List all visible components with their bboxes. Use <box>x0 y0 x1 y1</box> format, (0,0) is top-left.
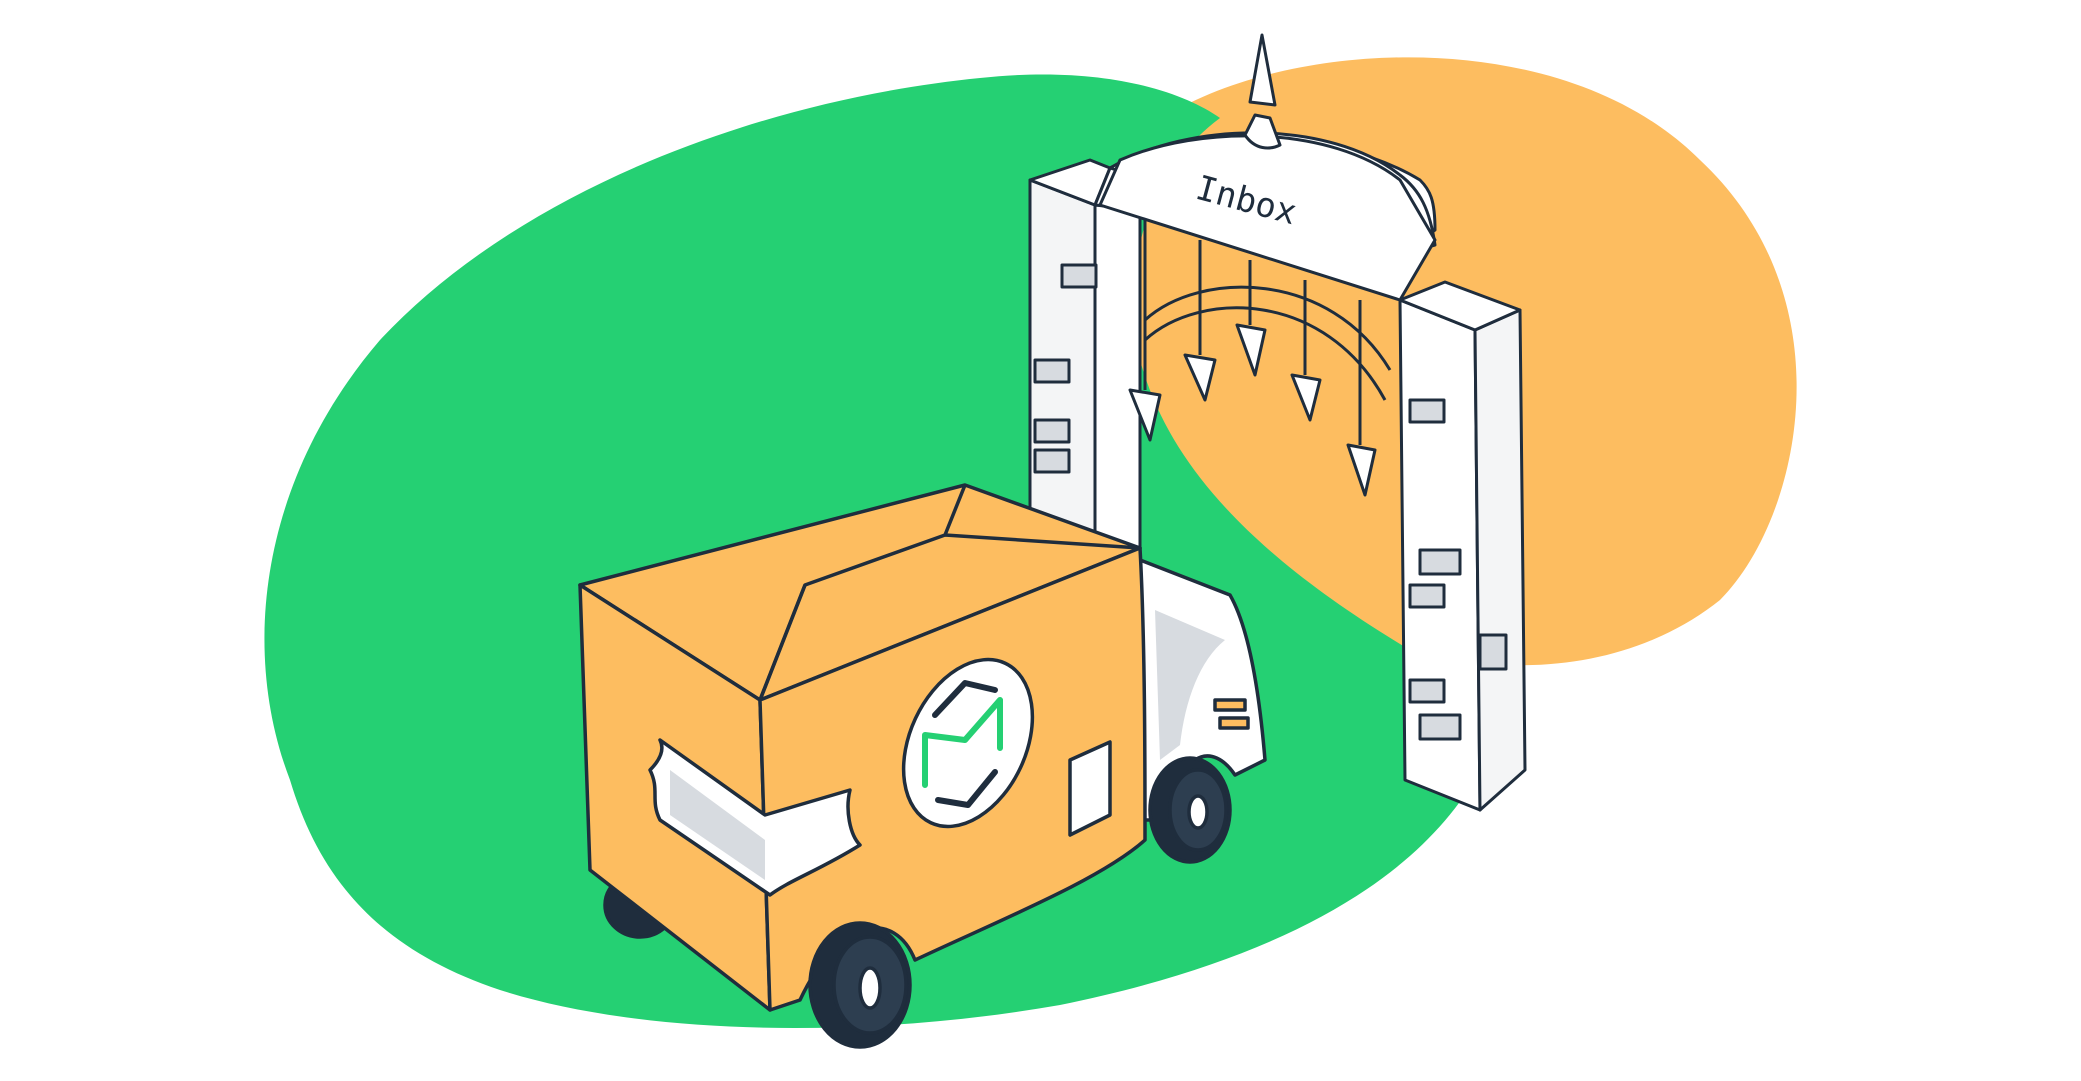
cab-light <box>1213 698 1247 712</box>
inner-arch <box>1143 285 1392 371</box>
box-tape <box>648 738 862 897</box>
box-crease-2 <box>943 484 967 536</box>
gate-spire <box>1243 113 1282 150</box>
arch-front-band <box>1098 134 1437 302</box>
hanging-arrows <box>1128 220 1377 497</box>
delivery-truck-icon <box>578 483 1267 1049</box>
box-crease <box>758 584 807 701</box>
brand-logo-icon <box>922 680 1003 808</box>
arrow-icon <box>1346 443 1377 497</box>
inner-arch-2 <box>1143 306 1387 401</box>
cab-door <box>1068 740 1112 837</box>
arrow-icon <box>1128 388 1162 442</box>
right-pillar-side <box>1473 308 1527 812</box>
right-pillar-cap <box>1398 280 1522 332</box>
arrow-icon <box>1290 373 1322 422</box>
gate-spire-top <box>1248 33 1277 107</box>
inbox-gate-icon <box>1028 33 1527 812</box>
cab-light-2 <box>1218 716 1250 730</box>
left-pillar-front <box>1093 203 1142 562</box>
arrow-icon <box>1183 353 1217 402</box>
front-wheel <box>1148 756 1232 864</box>
cab-window-shade <box>1155 610 1225 760</box>
box-tape-shade <box>670 770 765 880</box>
rear-wheel <box>808 921 912 1049</box>
gate-bricks <box>1033 263 1508 741</box>
arrow-icon <box>1235 323 1267 377</box>
